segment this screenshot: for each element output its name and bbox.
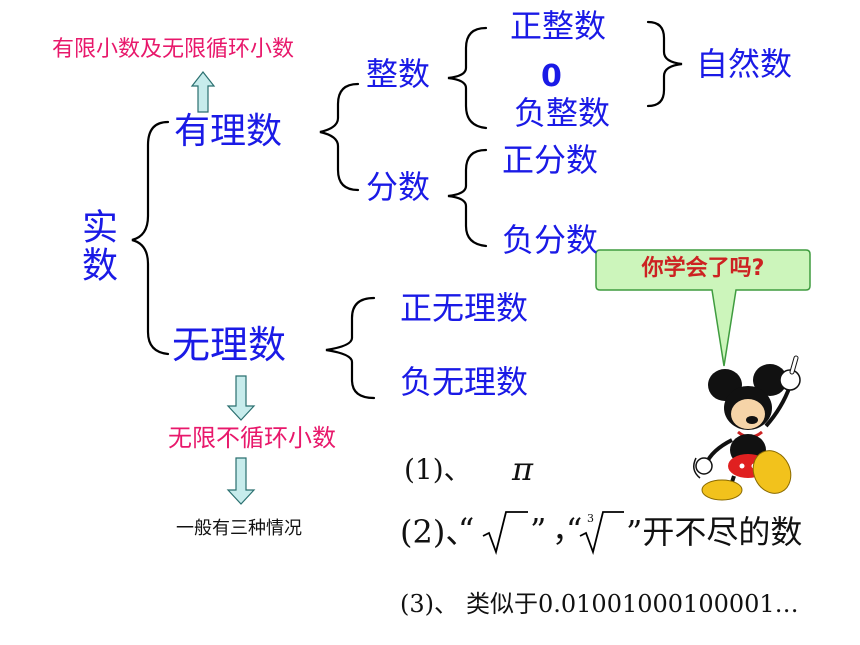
brace-integer	[447, 26, 488, 130]
case-2-number: (2)、	[400, 513, 478, 551]
brace-natural	[646, 20, 683, 108]
rational-label: 有理数	[174, 111, 283, 152]
irrational-label: 无理数	[172, 323, 287, 367]
arrow-down-2	[226, 457, 256, 505]
arrow-up	[190, 71, 216, 113]
irrational-note: 无限不循环小数	[168, 424, 336, 452]
rational-note: 有限小数及无限循环小数	[52, 37, 295, 62]
root-label: 实数	[76, 208, 117, 284]
sqrt-sign-2	[579, 511, 624, 556]
speech-bubble-text: 你学会了吗?	[641, 256, 765, 281]
case-2-tail: ”开不尽的数	[626, 513, 803, 551]
case-2-quote-open: “	[458, 511, 475, 549]
negative-irrational-label: 负无理数	[400, 363, 529, 401]
positive-integer-label: 正整数	[510, 7, 607, 45]
brace-irrational	[325, 296, 376, 400]
irrational-cases-note: 一般有三种情况	[176, 518, 302, 539]
positive-fraction-label: 正分数	[502, 141, 599, 179]
case-1-number: (1)、	[404, 453, 472, 486]
case-2-quote-close: ”	[530, 511, 547, 549]
natural-number-label: 自然数	[696, 45, 793, 83]
arrow-down-1	[226, 375, 256, 421]
case-3-number: (3)、	[400, 590, 458, 618]
case-2-separator: ，	[552, 511, 585, 549]
cartoon-mouse	[693, 355, 801, 501]
brace-rational	[319, 82, 360, 192]
brace-real	[131, 120, 170, 356]
zero-label: 0	[541, 59, 562, 94]
fraction-label: 分数	[366, 168, 431, 206]
positive-irrational-label: 正无理数	[400, 289, 529, 327]
speech-bubble	[595, 249, 811, 367]
integer-label: 整数	[366, 55, 431, 93]
case-3-text: 类似于0.01001000100001…	[466, 590, 799, 618]
case-2-root-index: 3	[587, 512, 594, 525]
sqrt-sign-1	[482, 511, 528, 556]
negative-integer-label: 负整数	[514, 94, 611, 132]
case-1-pi: π	[512, 450, 534, 488]
brace-fraction	[447, 148, 488, 248]
negative-fraction-label: 负分数	[502, 221, 599, 259]
case-2-quote-open-2: “	[566, 511, 583, 549]
